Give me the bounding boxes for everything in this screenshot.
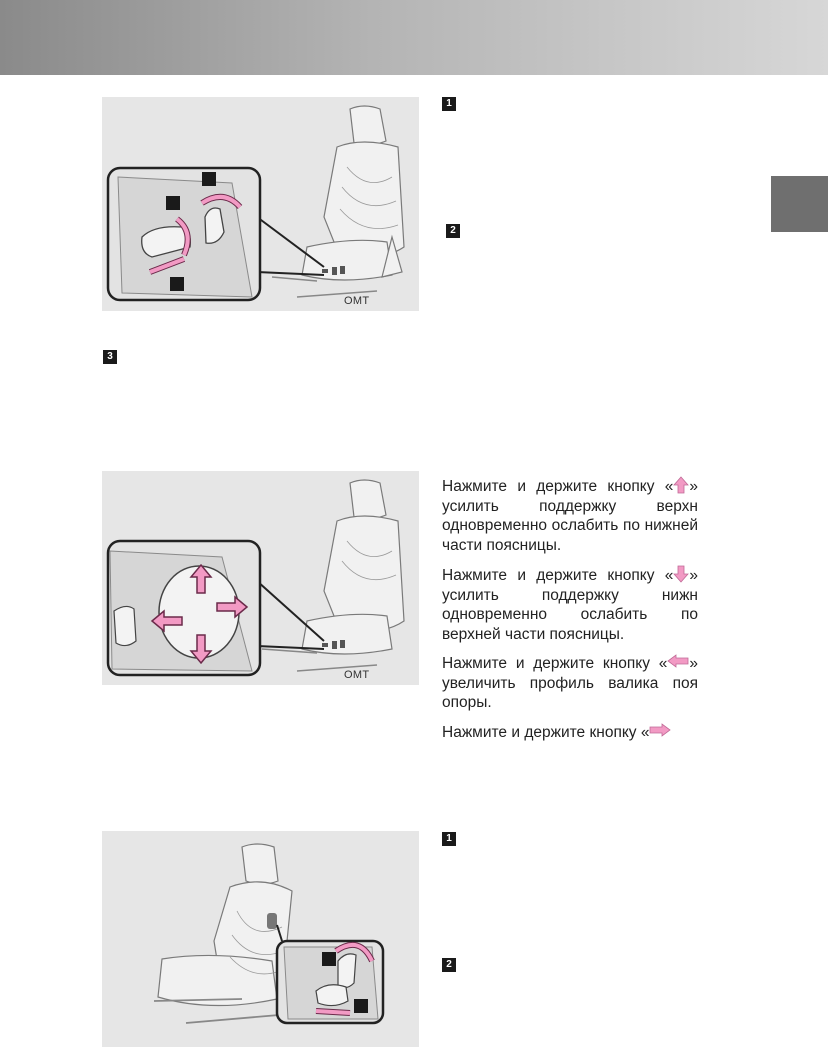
lumbar-paragraph-forward: Нажмите и держите кнопку « » увеличить пр… [442, 654, 698, 713]
figure-lumbar-support: OMT [102, 471, 419, 685]
arrow-right-icon [650, 722, 672, 737]
lumbar-paragraph-up: Нажмите и держите кнопку « » усилить подд… [442, 476, 698, 555]
seat-illustration [153, 843, 385, 1025]
figure-seat-adjustment: OMT [102, 97, 419, 311]
text: Нажмите и держите кнопку « [442, 655, 668, 672]
chapter-side-tab[interactable] [771, 176, 828, 232]
text: Нажмите и держите кнопку « [442, 723, 650, 741]
figure-callout-a [202, 172, 216, 186]
text: » [689, 655, 698, 672]
text: Нажмите и держите кнопку « [442, 478, 674, 495]
figure-callout-c [170, 277, 184, 291]
figure-callout-a [322, 952, 336, 966]
text: » [689, 567, 698, 584]
arrow-up-icon [673, 476, 690, 494]
arrow-up-icon [189, 563, 213, 594]
figure-code: OMT [344, 295, 370, 307]
lumbar-illustration [106, 479, 405, 677]
step-marker-5: 2 [442, 958, 456, 972]
arrow-left-icon [150, 609, 183, 633]
lumbar-paragraph-down: Нажмите и держите кнопку « » усилить подд… [442, 565, 698, 644]
figure-code: OMT [344, 669, 370, 681]
figure-seat-side-controls [102, 831, 419, 1047]
text: Нажмите и держите кнопку « [442, 567, 674, 584]
text: усилить поддержку верхн одновременно осл… [442, 497, 698, 554]
step-marker-3: 3 [103, 350, 117, 364]
figure-callout-b [354, 999, 368, 1013]
lumbar-paragraph-back: Нажмите и держите кнопку « [442, 722, 698, 743]
lumbar-instructions: Нажмите и держите кнопку « » усилить подд… [442, 476, 698, 752]
text: увеличить профиль валика поя опоры. [442, 674, 698, 712]
text: » [689, 478, 698, 495]
seat-illustration [106, 105, 405, 302]
arrow-right-icon [216, 595, 249, 619]
step-marker-2: 2 [446, 224, 460, 238]
arrow-down-icon [189, 634, 213, 665]
page-header-band [0, 0, 828, 75]
step-marker-4: 1 [442, 832, 456, 846]
arrow-down-icon [673, 565, 690, 583]
arrow-left-icon [667, 654, 689, 668]
text: усилить поддержку нижн одновременно осла… [442, 586, 698, 643]
step-marker-1: 1 [442, 97, 456, 111]
figure-callout-b [166, 196, 180, 210]
